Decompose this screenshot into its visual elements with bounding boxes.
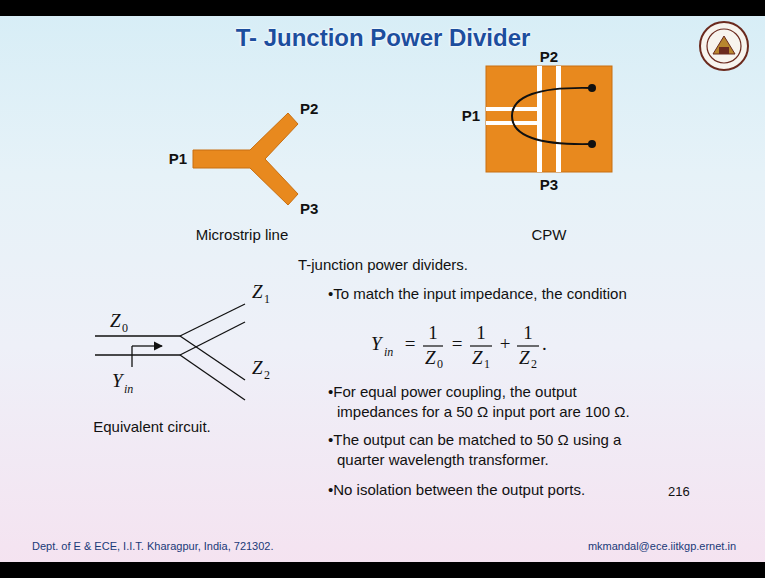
port-label: P3: [300, 200, 318, 218]
equation-subscript: in: [384, 345, 393, 359]
equation-period: .: [542, 333, 547, 356]
impedance-subscript: 0: [122, 321, 128, 335]
figure-caption: Equivalent circuit.: [93, 418, 211, 436]
bullet-text: •The output can be matched to 50 Ω using…: [328, 430, 649, 470]
institute-logo: [700, 22, 748, 70]
footer-text: Dept. of E & ECE, I.I.T. Kharagpur, Indi…: [32, 540, 274, 553]
page-number: 216: [668, 484, 690, 500]
top-bar: [0, 0, 765, 16]
port-label: P2: [540, 48, 558, 66]
port-label: P2: [300, 100, 318, 118]
equation-number: 1: [428, 322, 438, 345]
cpw-t-junction: [486, 66, 612, 172]
figure-caption: Microstrip line: [196, 226, 289, 244]
equation-operator: +: [500, 333, 511, 356]
impedance-subscript: 2: [264, 368, 270, 382]
equation-symbol: Z: [425, 347, 436, 370]
equation-symbol: Y: [371, 333, 382, 356]
impedance-subscript: 1: [264, 292, 270, 306]
slide-caption: T-junction power dividers.: [298, 256, 468, 274]
equation-operator: =: [452, 333, 463, 356]
bullet-text: •No isolation between the output ports.: [328, 480, 649, 500]
equation-subscript: 1: [484, 357, 490, 371]
impedance-symbol: Z: [252, 357, 263, 380]
bullet-text: •To match the input impedance, the condi…: [328, 284, 649, 304]
port-label: P1: [462, 107, 480, 125]
admittance-symbol: Y: [112, 370, 123, 393]
bottom-bar: [0, 562, 765, 578]
port-label: P3: [540, 176, 558, 194]
equation-symbol: Z: [472, 347, 483, 370]
microstrip-t-junction: [193, 113, 298, 205]
equation-subscript: 2: [531, 357, 537, 371]
equation-subscript: 0: [437, 357, 443, 371]
port-label: P1: [169, 150, 187, 168]
impedance-symbol: Z: [110, 310, 121, 333]
equation-operator: =: [405, 333, 416, 356]
fraction-bars: [423, 345, 539, 346]
footer-text: mkmandal@ece.iitkgp.ernet.in: [588, 540, 736, 553]
figure-caption: CPW: [532, 226, 567, 244]
equation-number: 1: [476, 322, 486, 345]
admittance-subscript: in: [124, 382, 133, 396]
impedance-symbol: Z: [252, 281, 263, 304]
bullet-text: •For equal power coupling, the output im…: [328, 382, 649, 422]
equivalent-circuit: [95, 304, 245, 400]
equation-number: 1: [523, 322, 533, 345]
equation-symbol: Z: [519, 347, 530, 370]
slide-title: T- Junction Power Divider: [236, 24, 531, 53]
